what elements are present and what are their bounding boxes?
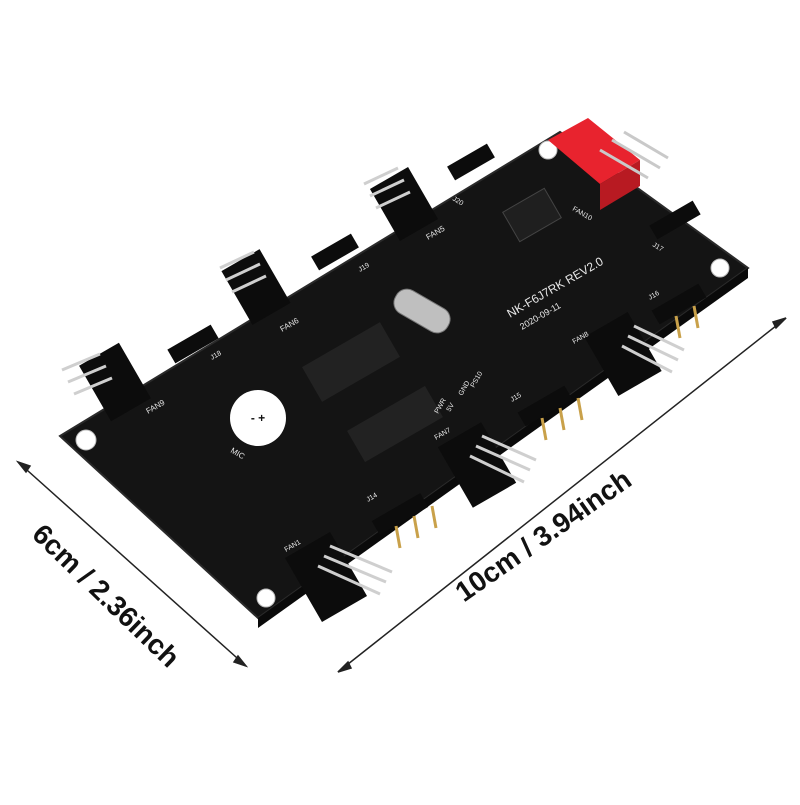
red-power-connector xyxy=(548,118,669,210)
fan-header xyxy=(584,312,685,396)
crystal-oscillator xyxy=(393,288,451,334)
gold-pins xyxy=(394,305,700,549)
mount-hole xyxy=(256,588,276,608)
mount-hole xyxy=(710,258,730,278)
header-label: J18 xyxy=(210,350,223,362)
three-pin-header xyxy=(167,143,707,535)
buzzer: - + xyxy=(230,390,286,446)
header-label: J14 xyxy=(366,492,379,504)
pin-label: 5V xyxy=(446,402,457,413)
mount-hole xyxy=(538,140,558,160)
dimension-line-long xyxy=(337,317,787,673)
fan-header xyxy=(363,166,439,241)
fan-header xyxy=(61,342,151,422)
header-label: J17 xyxy=(651,242,664,254)
fan-header xyxy=(437,422,537,508)
header-label: J15 xyxy=(510,392,523,404)
ic-chip xyxy=(347,385,443,463)
fan-header xyxy=(219,249,291,325)
ic-chip xyxy=(302,322,400,402)
mosfet xyxy=(502,187,562,243)
svg-text:- +: - + xyxy=(251,411,265,425)
fan-header xyxy=(284,531,393,623)
header-label: J16 xyxy=(648,290,661,302)
header-label: J20 xyxy=(451,196,464,208)
header-label: J19 xyxy=(358,262,371,274)
mount-hole xyxy=(75,429,97,451)
dimension-line-short xyxy=(15,460,249,668)
